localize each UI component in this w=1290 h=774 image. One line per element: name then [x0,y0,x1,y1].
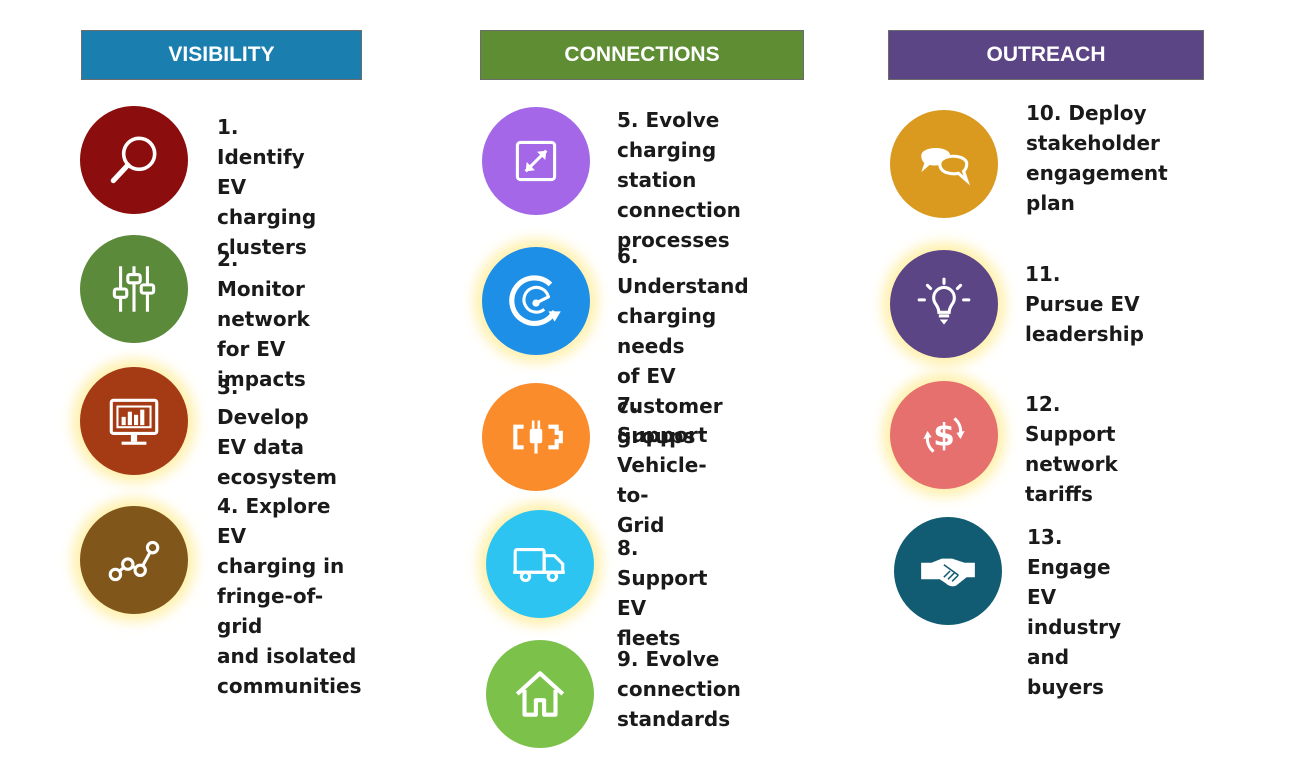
dollar-cycle-icon: $ [923,417,965,453]
item-label-1: 1. Identify EV charging clusters [217,115,317,259]
sliders-icon [112,266,156,312]
item-label-4: 4. Explore EV charging in fringe-of-grid… [217,494,362,698]
truck-icon-circle [486,510,594,618]
network-nodes-icon-circle [80,506,188,614]
magnifier-icon [110,136,157,184]
magnifier-icon-circle [80,106,188,214]
dollar-cycle-icon-circle: $ [890,381,998,489]
handshake-icon-circle [894,517,1002,625]
monitor-chart-icon-circle [80,367,188,475]
connections-header: CONNECTIONS [480,30,804,80]
truck-icon [513,547,565,583]
item-label-11: 11. Pursue EV leadership [1025,262,1144,346]
speech-bubbles-icon-circle [890,110,998,218]
house-icon-circle [486,640,594,748]
lightbulb-icon [917,277,971,325]
item-label-12: 12. Support network tariffs [1025,392,1118,506]
network-nodes-icon [108,540,160,582]
item-label-5: 5. Evolve charging station connection pr… [617,108,741,252]
item-label-7: 7. Support Vehicle-to- Grid [617,393,708,537]
item-label-2: 2. Monitor network for EV impacts [217,247,310,391]
expand-arrows-icon-circle [482,107,590,215]
plug-battery-icon [513,420,563,454]
handshake-icon [921,558,975,587]
lightbulb-icon-circle [890,250,998,358]
speedometer-icon [509,275,561,326]
monitor-chart-icon [109,398,159,445]
item-label-10: 10. Deploy stakeholder engagement plan [1026,101,1168,215]
speech-bubbles-icon [921,147,971,186]
visibility-header: VISIBILITY [81,30,362,80]
item-label-3: 3. Develop EV data ecosystem [217,375,337,489]
item-label-8: 8. Support EV fleets [617,536,708,650]
item-label-9: 9. Evolve connection standards [617,647,741,731]
plug-battery-icon-circle [482,383,590,491]
speedometer-icon-circle [482,247,590,355]
item-label-13: 13. Engage EV industry and buyers [1027,525,1122,699]
house-icon [515,671,565,717]
sliders-icon-circle [80,235,188,343]
expand-arrows-icon [515,140,557,182]
item-label-6: 6. Understand charging needs of EV custo… [617,244,749,448]
outreach-header: OUTREACH [888,30,1204,80]
svg-text:$: $ [933,417,955,453]
